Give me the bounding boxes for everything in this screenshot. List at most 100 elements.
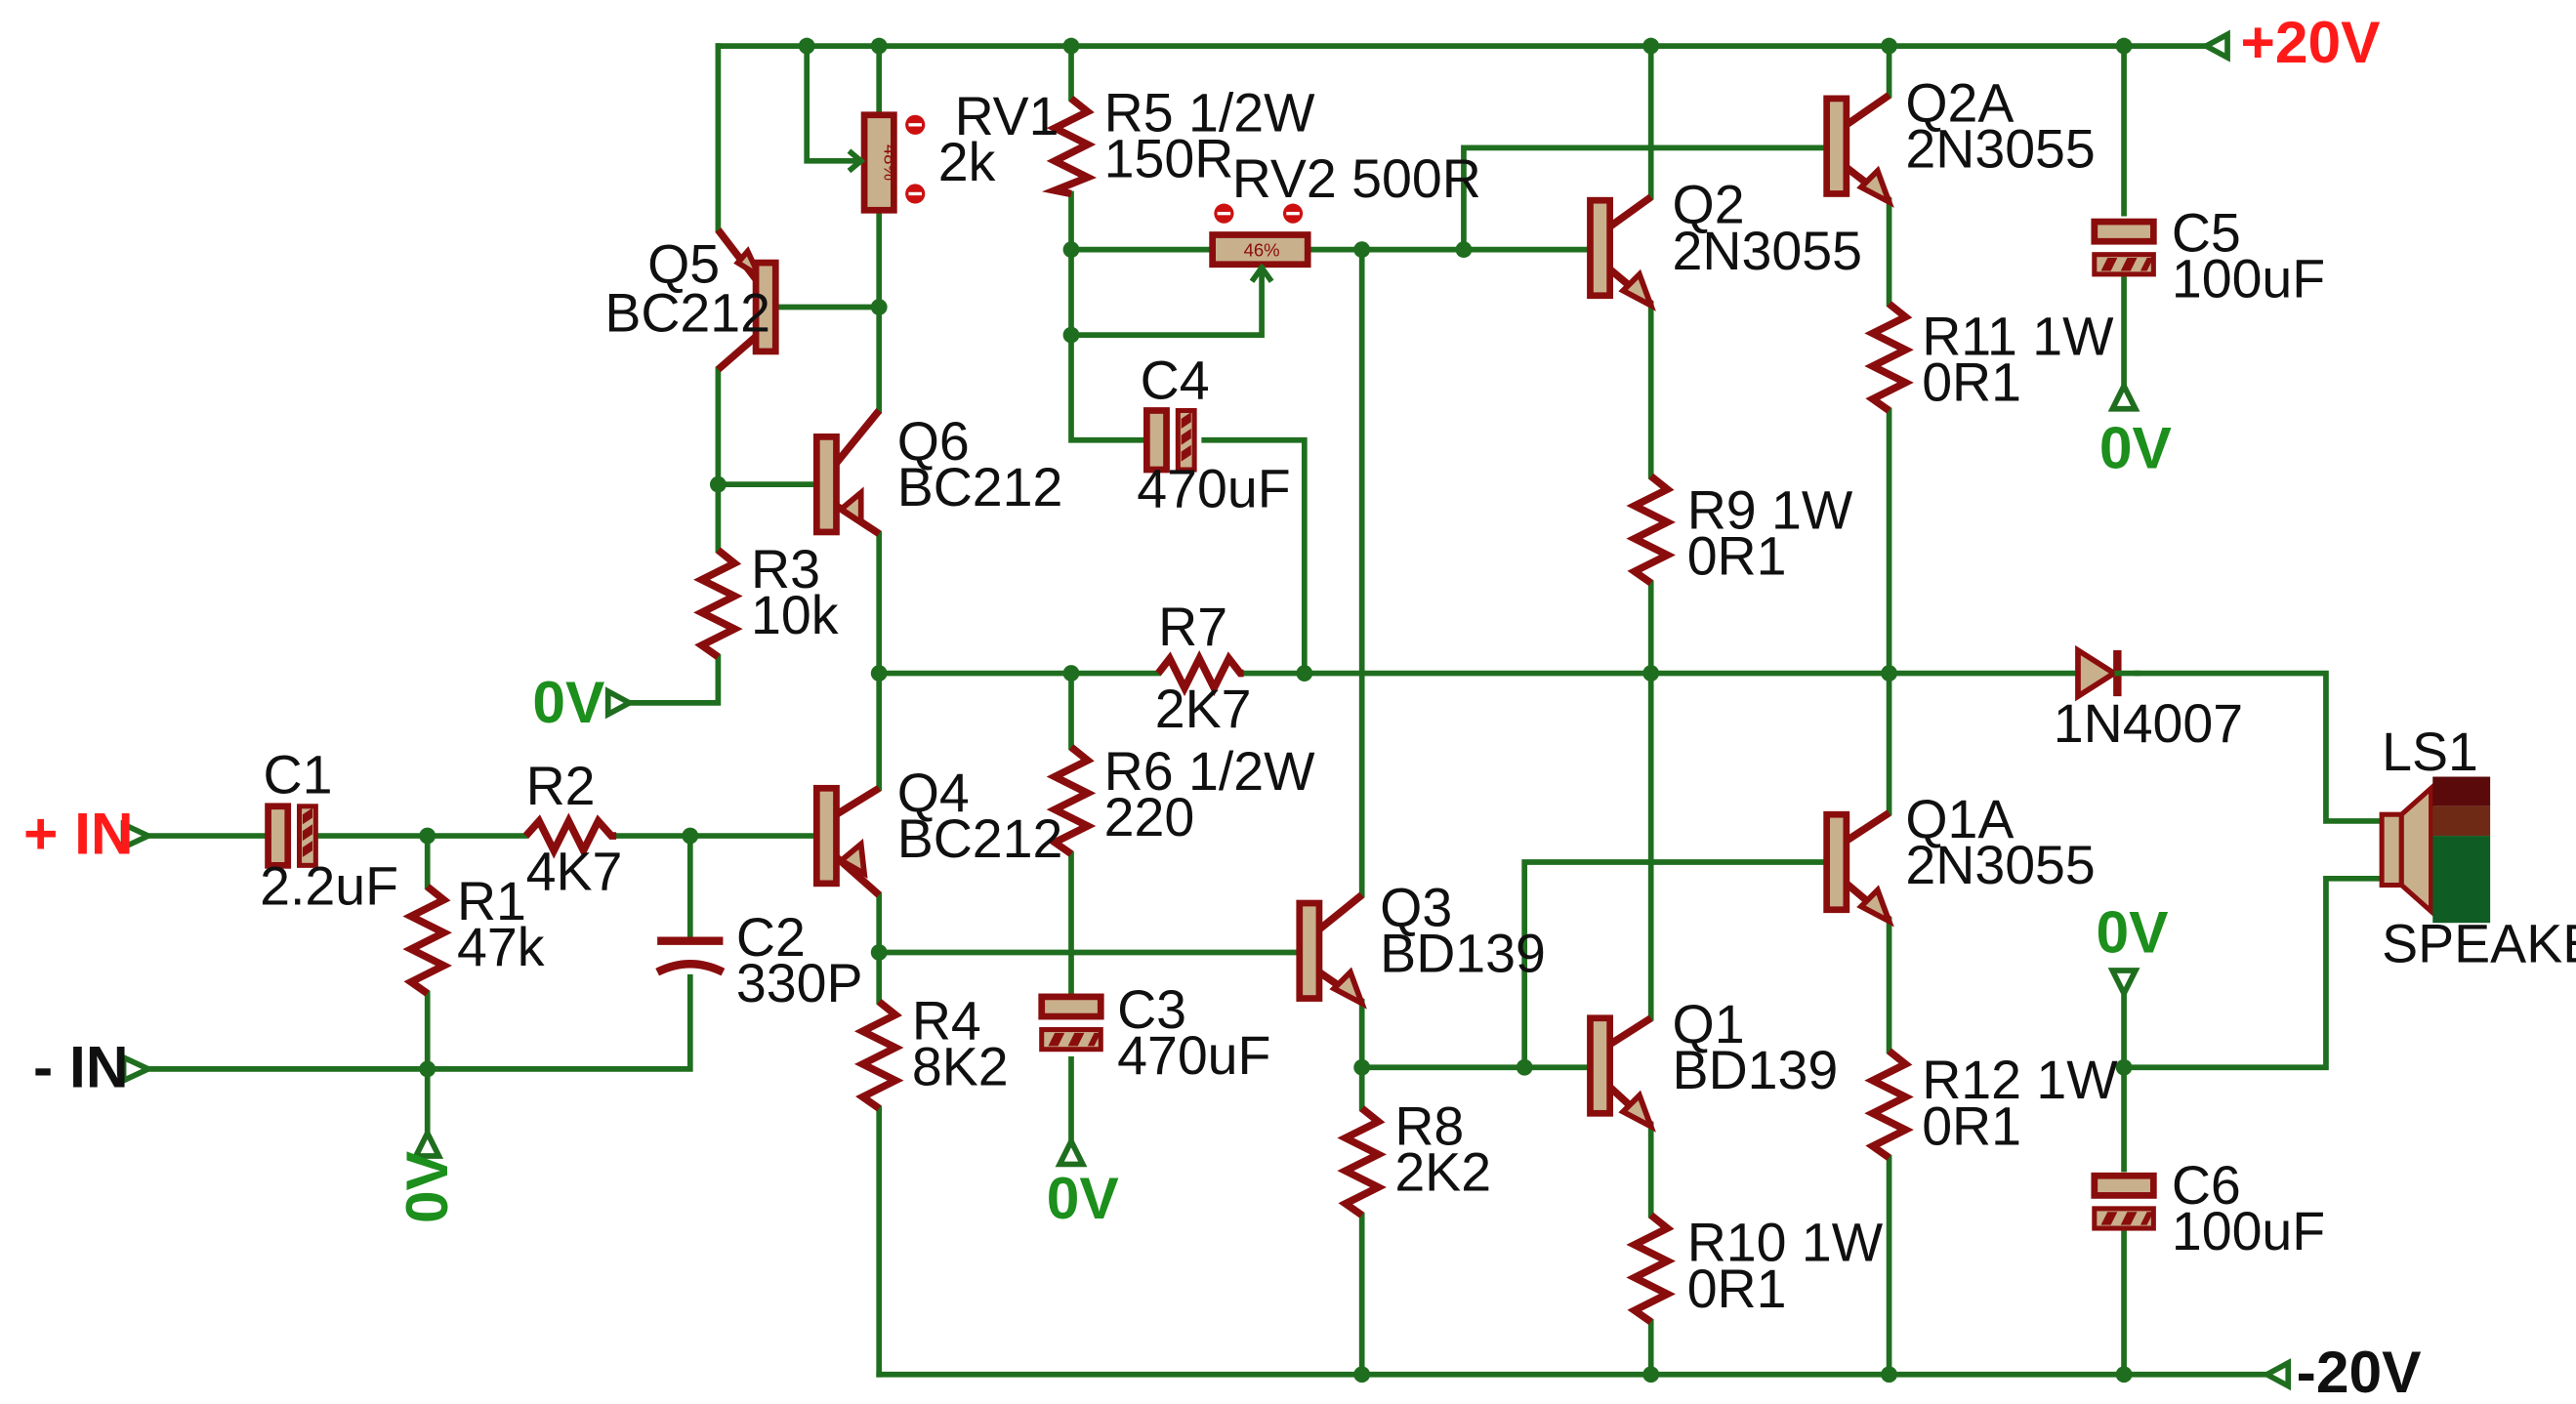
svg-text:R9 1W: R9 1W bbox=[1687, 480, 1853, 541]
svg-text:C5: C5 bbox=[2172, 202, 2241, 263]
svg-text:R12 1W: R12 1W bbox=[1922, 1050, 2118, 1110]
ground-label-r3: 0V bbox=[532, 669, 604, 735]
capacitor-c2: C2 330P bbox=[655, 907, 863, 1013]
svg-text:BC212: BC212 bbox=[604, 283, 770, 344]
svg-text:220: 220 bbox=[1104, 787, 1195, 847]
transistor-q6: Q6 BC212 bbox=[812, 408, 1063, 537]
svg-text:2K7: 2K7 bbox=[1155, 679, 1252, 739]
svg-text:BC212: BC212 bbox=[897, 808, 1063, 869]
ground-label-c3: 0V bbox=[1047, 1165, 1119, 1231]
svg-text:46%: 46% bbox=[1244, 239, 1280, 260]
resistor-r7: R7 2K7 bbox=[1155, 597, 1252, 739]
svg-text:Q3: Q3 bbox=[1380, 878, 1452, 938]
resistor-r3: R3 10k bbox=[693, 539, 839, 660]
svg-text:330P: 330P bbox=[736, 953, 863, 1013]
resistor-r9: R9 1W 0R1 bbox=[1626, 473, 1853, 587]
svg-text:2.2uF: 2.2uF bbox=[260, 856, 398, 917]
svg-text:Q1: Q1 bbox=[1673, 994, 1745, 1054]
power-terminals: +20V -20V 0V 0V 0V 0V 0V + IN - IN bbox=[23, 9, 2422, 1404]
svg-text:RV1: RV1 bbox=[955, 86, 1059, 146]
svg-text:R11 1W: R11 1W bbox=[1922, 306, 2114, 366]
svg-text:Q4: Q4 bbox=[897, 763, 970, 823]
svg-text:2N3055: 2N3055 bbox=[1673, 221, 1862, 281]
svg-text:2N3055: 2N3055 bbox=[1905, 835, 2095, 895]
svg-text:0R1: 0R1 bbox=[1687, 526, 1787, 587]
ground-label-r1: 0V bbox=[394, 1151, 460, 1223]
plus-input-label: + IN bbox=[23, 801, 134, 867]
resistor-r2: R2 4K7 bbox=[522, 756, 623, 902]
resistor-r6: R6 1/2W 220 bbox=[1046, 741, 1316, 857]
svg-text:C3: C3 bbox=[1117, 979, 1186, 1040]
transistor-q2: Q2 2N3055 bbox=[1587, 175, 1862, 311]
capacitor-c5: C5 100uF bbox=[2091, 202, 2325, 309]
svg-text:Q2: Q2 bbox=[1673, 175, 1745, 235]
svg-text:BD139: BD139 bbox=[1380, 924, 1546, 984]
svg-text:R2: R2 bbox=[526, 756, 596, 816]
svg-text:0R1: 0R1 bbox=[1922, 1095, 2021, 1156]
svg-text:Q5: Q5 bbox=[647, 233, 720, 294]
potentiometer-rv1: 48% RV1 2k bbox=[847, 86, 1059, 214]
positive-rail-label: +20V bbox=[2240, 9, 2380, 75]
potentiometer-rv2: 46% RV2 500R bbox=[1209, 148, 1481, 283]
transistor-q3: Q3 BD139 bbox=[1296, 878, 1546, 1010]
resistor-r5: R5 1/2W 150R bbox=[1041, 83, 1316, 198]
svg-text:BC212: BC212 bbox=[897, 457, 1063, 517]
ground-label-c5: 0V bbox=[2099, 414, 2172, 480]
svg-text:C1: C1 bbox=[264, 744, 333, 805]
svg-text:R8: R8 bbox=[1394, 1095, 1464, 1156]
resistor-r11: R11 1W 0R1 bbox=[1864, 301, 2114, 414]
svg-text:0R1: 0R1 bbox=[1687, 1259, 1787, 1319]
svg-text:Q6: Q6 bbox=[897, 411, 970, 472]
capacitor-c3: C3 470uF bbox=[1038, 979, 1270, 1086]
transistor-q1a: Q1A 2N3055 bbox=[1823, 789, 2096, 928]
minus-input-label: - IN bbox=[33, 1033, 129, 1099]
svg-text:RV2 500R: RV2 500R bbox=[1232, 148, 1481, 209]
junction-dots bbox=[419, 37, 2133, 1383]
speaker-ls1: LS1 SPEAKER bbox=[2379, 722, 2576, 974]
capacitor-c4: C4 470uF bbox=[1137, 351, 1290, 519]
svg-text:Q1A: Q1A bbox=[1905, 789, 2014, 849]
svg-text:C4: C4 bbox=[1141, 351, 1210, 411]
svg-text:R3: R3 bbox=[751, 539, 820, 599]
svg-text:SPEAKER: SPEAKER bbox=[2382, 914, 2576, 974]
svg-text:470uF: 470uF bbox=[1137, 459, 1290, 519]
transistor-q1: Q1 BD139 bbox=[1587, 994, 1839, 1133]
svg-text:R6 1/2W: R6 1/2W bbox=[1104, 741, 1316, 802]
svg-text:R7: R7 bbox=[1158, 597, 1227, 657]
svg-text:BD139: BD139 bbox=[1673, 1040, 1839, 1100]
transistor-q5: Q5 BC212 bbox=[604, 227, 779, 373]
svg-text:R10 1W: R10 1W bbox=[1687, 1213, 1884, 1273]
svg-text:100uF: 100uF bbox=[2172, 1201, 2325, 1261]
svg-text:2k: 2k bbox=[938, 132, 996, 192]
diode-1n4007: 1N4007 bbox=[2054, 644, 2243, 754]
svg-text:47k: 47k bbox=[457, 917, 545, 977]
resistor-r8: R8 2K2 bbox=[1337, 1095, 1491, 1218]
transistor-q4: Q4 BC212 bbox=[812, 763, 1063, 898]
svg-text:1N4007: 1N4007 bbox=[2054, 693, 2243, 754]
svg-text:2N3055: 2N3055 bbox=[1905, 119, 2095, 180]
resistor-r4: R4 8K2 bbox=[853, 991, 1009, 1112]
svg-text:0R1: 0R1 bbox=[1922, 351, 2021, 412]
svg-text:100uF: 100uF bbox=[2172, 248, 2325, 309]
resistor-r10: R10 1W 0R1 bbox=[1626, 1212, 1884, 1326]
svg-text:10k: 10k bbox=[751, 585, 839, 645]
capacitor-c6: C6 100uF bbox=[2091, 1155, 2325, 1261]
negative-rail-label: -20V bbox=[2297, 1339, 2422, 1404]
svg-text:R5 1/2W: R5 1/2W bbox=[1104, 83, 1316, 144]
svg-text:470uF: 470uF bbox=[1117, 1025, 1270, 1086]
svg-text:R4: R4 bbox=[912, 991, 981, 1052]
svg-text:150R: 150R bbox=[1104, 129, 1234, 189]
svg-text:4K7: 4K7 bbox=[526, 842, 623, 902]
resistor-r12: R12 1W 0R1 bbox=[1864, 1048, 2118, 1161]
svg-text:8K2: 8K2 bbox=[912, 1037, 1009, 1097]
svg-text:R1: R1 bbox=[457, 871, 526, 931]
svg-text:C2: C2 bbox=[736, 907, 806, 968]
svg-text:2K2: 2K2 bbox=[1394, 1141, 1491, 1202]
capacitor-c1: C1 2.2uF bbox=[260, 744, 398, 916]
svg-text:C6: C6 bbox=[2172, 1155, 2241, 1216]
svg-text:48%: 48% bbox=[880, 145, 900, 181]
ground-label-c6: 0V bbox=[2096, 898, 2168, 965]
resistor-r1: R1 47k bbox=[402, 871, 545, 997]
svg-text:LS1: LS1 bbox=[2382, 722, 2478, 782]
